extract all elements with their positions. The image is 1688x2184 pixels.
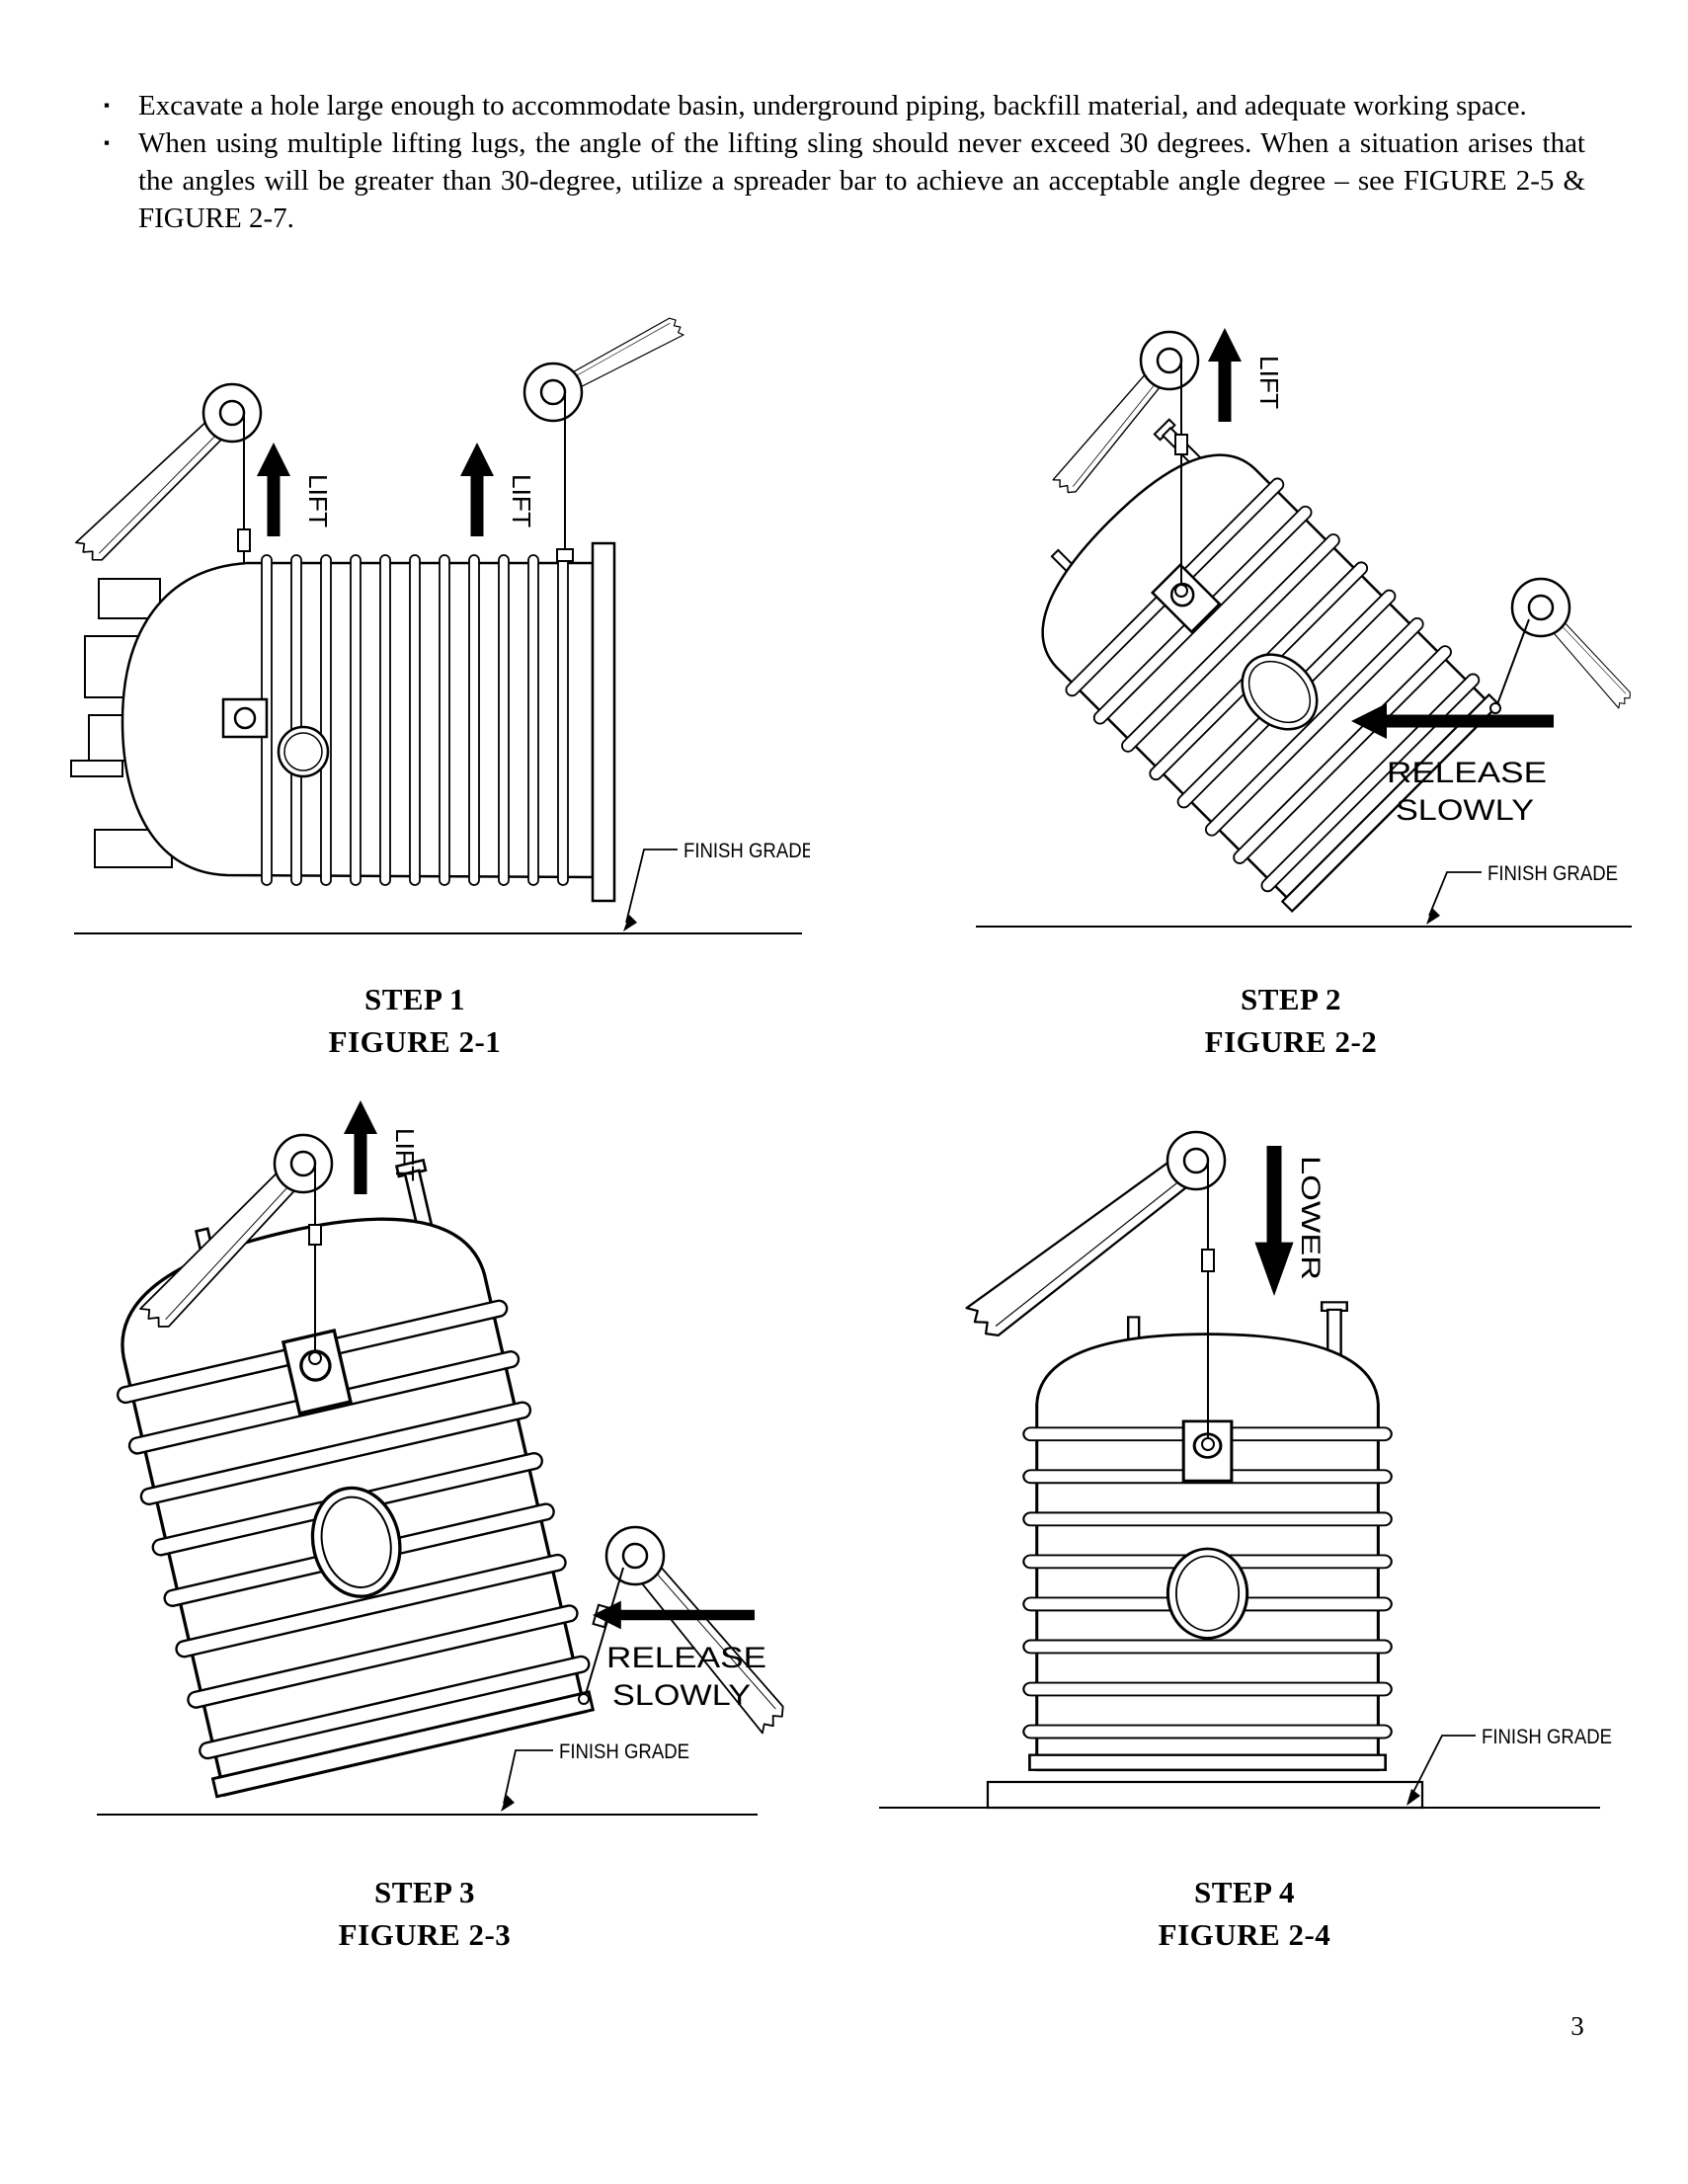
step-title: STEP 4 — [1193, 1875, 1296, 1909]
release-label: RELEASE — [1387, 757, 1547, 789]
figure-title: FIGURE 2-1 — [328, 1024, 502, 1059]
slowly-label: SLOWLY — [1396, 794, 1534, 827]
release-label: RELEASE — [606, 1642, 766, 1674]
slowly-label: SLOWLY — [612, 1679, 751, 1712]
finish-grade-callout: FINISH GRADE — [97, 1740, 758, 1816]
step-title: STEP 1 — [363, 982, 466, 1016]
leader-arrowhead-icon — [623, 915, 637, 931]
lift-arrow-icon — [1208, 328, 1242, 422]
figure-title: FIGURE 2-4 — [1158, 1917, 1331, 1952]
lift-arrow-icon — [460, 443, 494, 536]
lift-label: LIFT — [507, 474, 536, 527]
lower-label: LOWER — [1296, 1156, 1326, 1280]
finish-grade-label: FINISH GRADE — [1487, 862, 1618, 885]
crane-right — [1510, 577, 1635, 710]
figure-2-2-drawing: LIFT RELEASE SLOWLY FINISH GRADE — [928, 286, 1640, 958]
bullet-item-excavate: Excavate a hole large enough to accommod… — [102, 87, 1585, 124]
finish-grade-callout: FINISH GRADE — [879, 1726, 1612, 1809]
page-number: 3 — [1570, 2011, 1584, 2041]
lifting-cable — [308, 1164, 322, 1365]
lift-label: LIFT — [303, 474, 333, 527]
tank-horizontal — [70, 541, 616, 903]
lift-label: LIFT — [390, 1128, 420, 1181]
manway — [277, 725, 330, 778]
lifting-cable — [1201, 1164, 1215, 1451]
figure-2-1-caption: STEP 1 FIGURE 2-1 — [59, 978, 770, 1063]
leader-arrowhead-icon — [1407, 1789, 1420, 1806]
lift-arrow-icon — [344, 1100, 377, 1194]
figure-2-4-drawing: LOWER FINISH GRADE — [849, 1047, 1630, 1837]
figure-2-1-drawing: LIFT LIFT FINISH GRADE — [59, 296, 810, 948]
lift-arrow-icon — [257, 443, 290, 536]
tank-tilted-13 — [79, 1147, 602, 1800]
crane-left — [964, 1130, 1227, 1343]
leader-arrowhead-icon — [1426, 908, 1440, 925]
figure-2-3-drawing: LIFT RELEASE SLOWLY FINISH GRADE — [59, 1057, 810, 1837]
leader-arrowhead-icon — [501, 1795, 515, 1812]
finish-grade-label: FINISH GRADE — [559, 1740, 689, 1763]
figure-title: FIGURE 2-2 — [1204, 1024, 1378, 1059]
lower-arrow-icon — [1254, 1146, 1294, 1296]
release-cable — [1489, 618, 1530, 714]
finish-grade-label: FINISH GRADE — [683, 840, 810, 862]
instructions-list: Excavate a hole large enough to accommod… — [102, 87, 1585, 237]
figure-title: FIGURE 2-3 — [338, 1917, 512, 1952]
step-title: STEP 2 — [1240, 982, 1342, 1016]
finish-grade-callout: FINISH GRADE — [74, 840, 810, 934]
lifting-cable — [1174, 361, 1188, 598]
figure-2-3-caption: STEP 3 FIGURE 2-3 — [69, 1871, 780, 1956]
tank-base-slab — [986, 1780, 1424, 1810]
finish-grade-callout: FINISH GRADE — [976, 862, 1632, 928]
bullet-item-lifting-lugs: When using multiple lifting lugs, the an… — [102, 124, 1585, 237]
figure-2-4-caption: STEP 4 FIGURE 2-4 — [889, 1871, 1600, 1956]
step-title: STEP 3 — [373, 1875, 476, 1909]
crane-left — [74, 382, 263, 567]
finish-grade-label: FINISH GRADE — [1482, 1726, 1612, 1748]
tank-end-plate — [591, 541, 616, 903]
figure-2-2-caption: STEP 2 FIGURE 2-2 — [935, 978, 1647, 1063]
lift-label: LIFT — [1254, 356, 1284, 409]
crane-right — [522, 314, 685, 423]
